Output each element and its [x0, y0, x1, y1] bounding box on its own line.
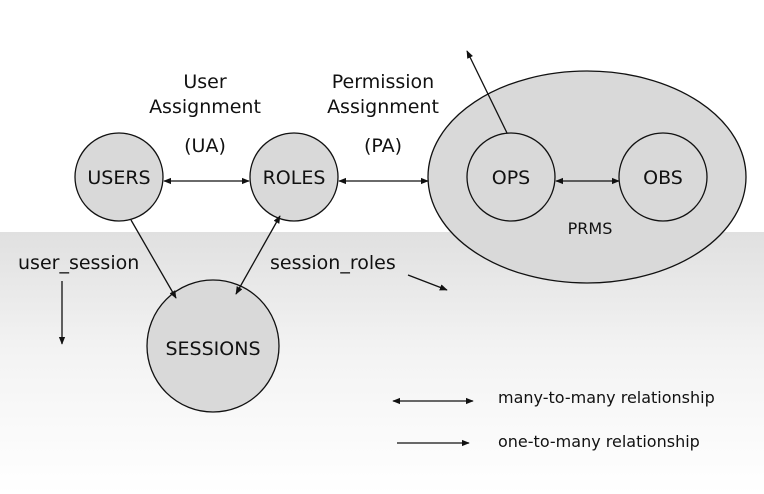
ops-node	[466, 132, 556, 222]
sessions-node	[146, 279, 280, 413]
prms-label: PRMS	[568, 219, 613, 238]
pa-label-line2: Assignment	[327, 96, 439, 118]
ua-label-line2: Assignment	[149, 96, 261, 118]
ops-label: OPS	[492, 167, 530, 189]
legend-one-to-many-text: one-to-many relationship	[498, 432, 700, 451]
users-label: USERS	[87, 167, 150, 189]
users-sessions-arrow	[130, 219, 177, 299]
users-node	[74, 132, 164, 222]
pa-label-line1: Permission	[332, 71, 434, 93]
obs-node	[618, 132, 708, 222]
user-session-label: user_session	[18, 252, 139, 274]
ops-up-arrow	[466, 50, 508, 134]
prms-ellipse	[427, 70, 747, 284]
obs-label: OBS	[643, 167, 683, 189]
roles-node	[249, 132, 339, 222]
session-roles-arrow	[407, 274, 448, 291]
legend-many-to-many-text: many-to-many relationship	[498, 388, 715, 407]
ua-label-line1: User	[183, 71, 226, 93]
sessions-roles-arrow	[235, 215, 281, 295]
session-roles-label: session_roles	[270, 252, 396, 274]
pa-label-abbr: (PA)	[364, 135, 402, 157]
sessions-label: SESSIONS	[165, 338, 260, 360]
ua-label-abbr: (UA)	[184, 135, 226, 157]
roles-label: ROLES	[263, 167, 326, 189]
